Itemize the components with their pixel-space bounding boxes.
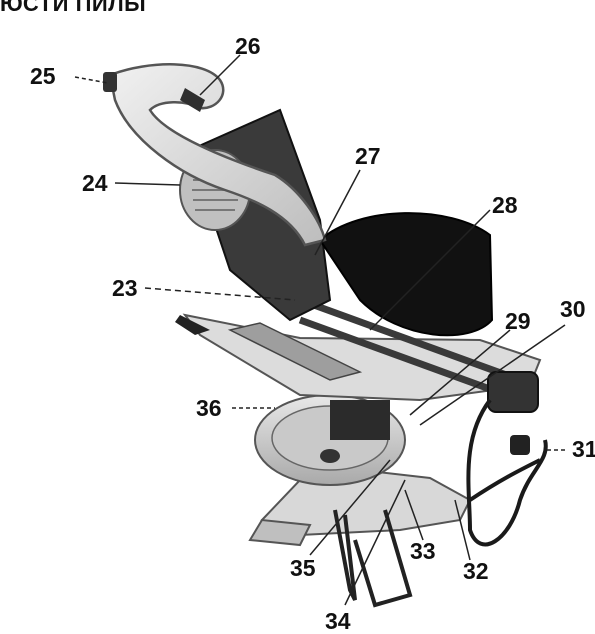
power-cord [468, 400, 545, 544]
saw-base [250, 470, 470, 605]
callout-label: 36 [196, 397, 222, 420]
callout-label: 29 [505, 310, 531, 333]
callout-label: 30 [560, 298, 586, 321]
callout-label: 34 [325, 610, 351, 633]
fence-table [175, 315, 540, 440]
callout-label: 28 [492, 194, 518, 217]
callout-label: 23 [112, 277, 138, 300]
callout-label: 26 [235, 35, 261, 58]
callout-label: 32 [463, 560, 489, 583]
callout-label: 27 [355, 145, 381, 168]
callout-label: 31 [572, 438, 595, 461]
callout-label: 35 [290, 557, 316, 580]
callout-label: 33 [410, 540, 436, 563]
callout-label: 24 [82, 172, 108, 195]
callout-label: 25 [30, 65, 56, 88]
